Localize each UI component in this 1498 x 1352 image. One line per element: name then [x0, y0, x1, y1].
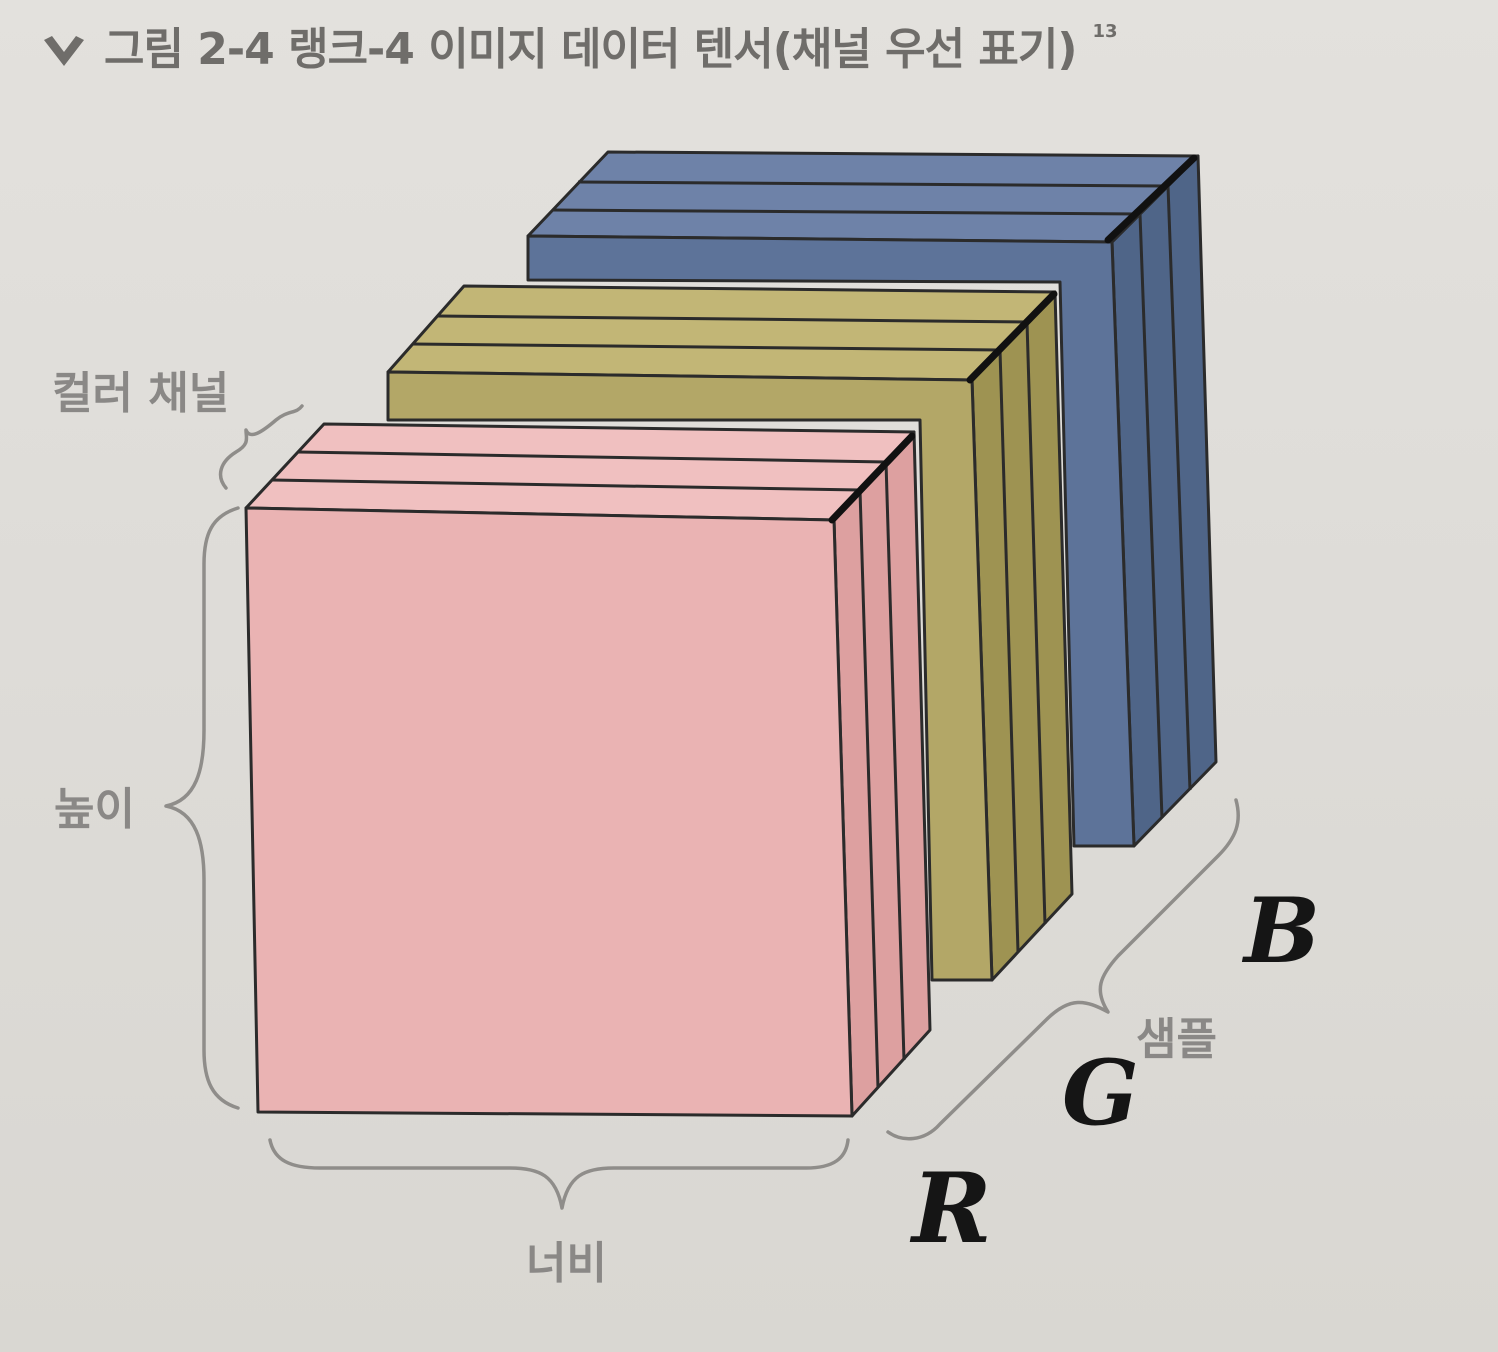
slash-mark-blue: [1104, 154, 1198, 244]
green-layer-line: [411, 342, 1001, 352]
blue-channel-slab: [526, 150, 1218, 848]
slash-mark-red: [828, 432, 916, 524]
blue-slab-top: [526, 150, 1200, 244]
samples-brace: [886, 798, 1240, 1141]
handwritten-g: G: [1062, 1040, 1139, 1146]
green-layer-edge: [998, 349, 1020, 953]
green-layer-edge: [1025, 321, 1047, 925]
red-layer-edge: [858, 489, 880, 1089]
width-label: 너비: [526, 1238, 607, 1289]
red-layer-line: [271, 478, 861, 492]
blue-slab-front: [526, 234, 1136, 848]
green-slab-top: [386, 284, 1057, 382]
height-label: 높이: [54, 784, 135, 835]
color-channel-brace: [218, 404, 304, 490]
slash-mark-green: [966, 290, 1058, 384]
red-layer-edge: [884, 461, 906, 1061]
handwritten-r: R: [909, 1152, 992, 1265]
color-channel-label: 컬러 채널: [52, 368, 229, 419]
red-layer-line: [297, 450, 887, 464]
samples-label: 샘플: [1136, 1014, 1217, 1065]
blue-layer-line: [551, 208, 1141, 216]
handwritten-slash-marks: [828, 154, 1198, 524]
caption-title: 그림 2-4 랭크-4 이미지 데이터 텐서(채널 우선 표기): [104, 24, 1077, 75]
red-slab-front: [244, 506, 854, 1118]
height-brace: [164, 506, 240, 1110]
figure-caption: 그림 2-4 랭크-4 이미지 데이터 텐서(채널 우선 표기) 13: [38, 22, 1118, 82]
red-channel-slab: [244, 422, 932, 1118]
blue-layer-edge: [1166, 185, 1192, 791]
handwritten-b: B: [1241, 878, 1320, 984]
red-slab-top: [244, 422, 916, 522]
blue-layer-edge: [1138, 213, 1164, 819]
caption-footnote: 13: [1092, 21, 1118, 42]
green-channel-slab: [386, 284, 1074, 982]
width-brace: [268, 1138, 850, 1210]
blue-layer-line: [577, 180, 1169, 188]
green-layer-line: [437, 314, 1028, 324]
chevron-down-icon: [44, 36, 84, 66]
